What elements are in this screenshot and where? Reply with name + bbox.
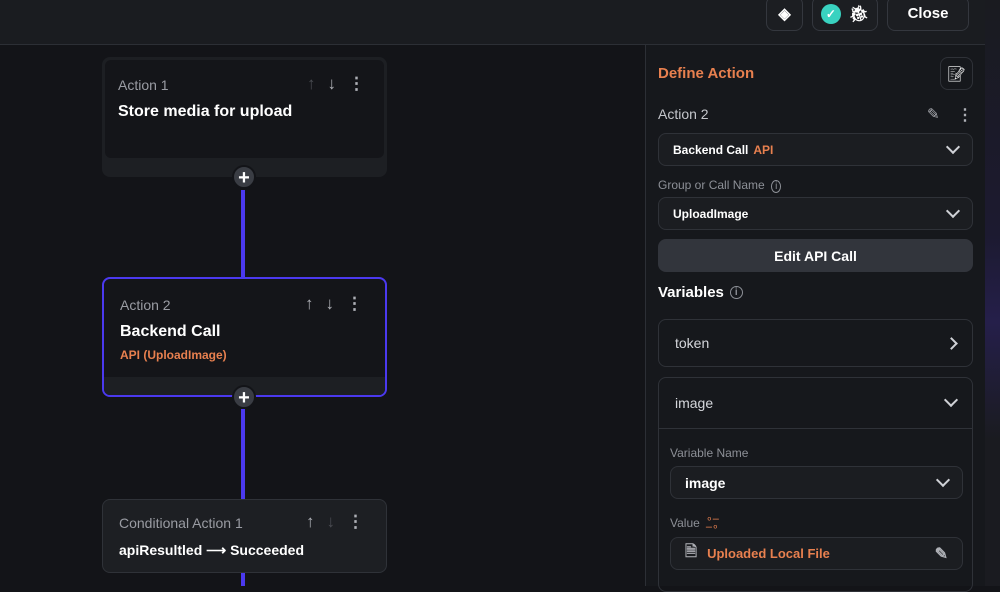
connector-line (241, 409, 245, 500)
action-card-1[interactable]: Action 1 Store media for upload ↑ ↓ ⋮ (102, 57, 387, 177)
debug-button[interactable]: ✓ 🐞︎ (812, 0, 878, 31)
arrow-down-icon[interactable]: ↓ (327, 74, 337, 93)
arrow-down-icon[interactable]: ↓ (325, 294, 335, 313)
connector-line (241, 573, 245, 586)
define-action-panel: Define Action 📝︎ Action 2 ✎ ⋮ Backend Ca… (645, 45, 985, 592)
arrow-up-icon[interactable]: ↑ (307, 74, 316, 93)
action-type-tag: API (753, 142, 774, 157)
flutterflow-ai-button[interactable]: ◈ (766, 0, 803, 31)
variable-name-value: image (685, 474, 726, 491)
more-vert-icon[interactable]: ⋮ (957, 107, 973, 124)
side-strip (985, 0, 1000, 586)
arrow-up-icon[interactable]: ↑ (306, 512, 315, 531)
call-name-value: UploadImage (673, 206, 749, 221)
edit-api-call-button[interactable]: Edit API Call (658, 239, 973, 272)
info-icon[interactable]: i (771, 180, 782, 193)
action-label: Action 2 (120, 297, 171, 313)
file-upload-icon: 🗎︎ (685, 543, 698, 560)
variable-card-image: image Variable Name image Value ∘––∘ 🗎︎ … (658, 377, 973, 592)
add-action-button[interactable]: + (232, 385, 256, 409)
value-field[interactable]: 🗎︎ Uploaded Local File ✎ (670, 537, 963, 570)
action-card-2[interactable]: Action 2 Backend Call API (UploadImage) … (102, 277, 387, 397)
arrow-down-icon[interactable]: ↓ (326, 512, 336, 531)
edit-pencil-icon[interactable]: ✎ (934, 545, 948, 563)
variable-name: token (675, 335, 710, 351)
close-label: Close (907, 5, 949, 22)
variable-row-token[interactable]: token (658, 319, 973, 367)
variable-row-image[interactable]: image (659, 378, 972, 429)
chevron-down-icon (935, 472, 951, 487)
diamond-icon: ◈ (778, 5, 791, 23)
top-bar: ◈ ✓ 🐞︎ Close (0, 0, 985, 45)
add-note-button[interactable]: 📝︎ (940, 57, 973, 90)
bug-icon: 🐞︎ (848, 5, 870, 23)
connector-line (241, 190, 245, 278)
info-icon[interactable]: i (729, 286, 743, 299)
add-action-button[interactable]: + (232, 165, 256, 189)
group-label: Group or Call Name (658, 178, 765, 192)
action-type-value: Backend Call (673, 142, 749, 157)
arrow-up-icon[interactable]: ↑ (305, 294, 314, 313)
variables-title: Variables (658, 284, 724, 301)
action-label: Conditional Action 1 (119, 515, 243, 531)
conditional-action-card[interactable]: Conditional Action 1 apiResultled ⟶ Succ… (102, 499, 387, 573)
note-add-icon: 📝︎ (946, 65, 967, 83)
edit-api-call-label: Edit API Call (774, 247, 857, 264)
chevron-right-icon (945, 336, 958, 350)
value-options-icon[interactable]: ∘––∘ (705, 513, 719, 533)
chevron-down-icon (945, 203, 961, 218)
action-name: Action 2 (658, 106, 709, 122)
variable-name-dropdown[interactable]: image (670, 466, 963, 499)
edit-pencil-icon[interactable]: ✎ (927, 106, 940, 123)
close-button[interactable]: Close (887, 0, 969, 31)
action-title: Store media for upload (118, 103, 293, 120)
action-label: Action 1 (118, 77, 169, 93)
chevron-down-icon (945, 139, 961, 154)
variable-name: image (675, 395, 714, 411)
more-vert-icon[interactable]: ⋮ (347, 512, 364, 531)
value-text: Uploaded Local File (707, 546, 830, 561)
more-vert-icon[interactable]: ⋮ (348, 74, 365, 93)
action-subtitle: API (UploadImage) (120, 348, 227, 362)
call-name-dropdown[interactable]: UploadImage (658, 197, 973, 230)
action-type-dropdown[interactable]: Backend Call API (658, 133, 973, 166)
chevron-down-icon (943, 392, 959, 408)
action-title: Backend Call (120, 323, 221, 340)
panel-title: Define Action (658, 65, 755, 82)
action-title: apiResultled ⟶ Succeeded (119, 542, 305, 558)
value-label: Value (670, 516, 700, 530)
variable-name-label: Variable Name (670, 446, 749, 460)
check-circle-icon: ✓ (820, 3, 841, 24)
more-vert-icon[interactable]: ⋮ (346, 294, 363, 313)
